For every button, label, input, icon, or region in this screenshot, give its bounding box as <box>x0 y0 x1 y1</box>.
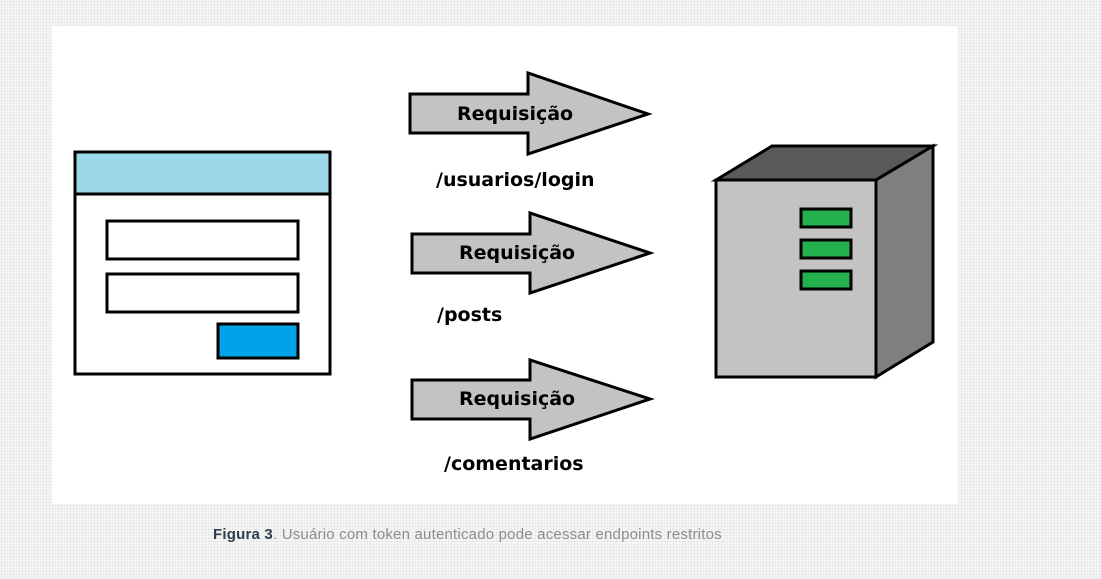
arrow-shape <box>408 70 653 157</box>
caption-label: Figura 3 <box>213 526 273 543</box>
request-arrow-1: Requisição <box>408 70 653 157</box>
password-field <box>105 272 300 314</box>
server <box>710 143 939 380</box>
request-arrow-3: Requisição <box>410 357 655 442</box>
server-side-face <box>874 143 935 380</box>
client-login-window <box>73 150 332 376</box>
endpoint-label-comentarios: /comentarios <box>444 453 584 475</box>
server-light-1 <box>799 207 853 229</box>
arrow-label: Requisição <box>459 388 575 410</box>
endpoint-label-posts: /posts <box>437 304 502 326</box>
endpoint-label-usuarios-login: /usuarios/login <box>436 169 595 191</box>
server-light-3 <box>799 269 853 291</box>
login-button <box>216 322 300 360</box>
arrow-label: Requisição <box>459 242 575 264</box>
arrow-shape <box>410 210 655 296</box>
window-titlebar <box>73 150 332 196</box>
arrow-label: Requisição <box>457 103 573 125</box>
caption-text: . Usuário com token autenticado pode ace… <box>272 526 722 543</box>
arrow-shape <box>410 357 655 442</box>
request-arrow-2: Requisição <box>410 210 655 296</box>
server-light-2 <box>799 238 853 260</box>
username-field <box>105 219 300 261</box>
figure-caption: Figura 3. Usuário com token autenticado … <box>213 526 722 543</box>
